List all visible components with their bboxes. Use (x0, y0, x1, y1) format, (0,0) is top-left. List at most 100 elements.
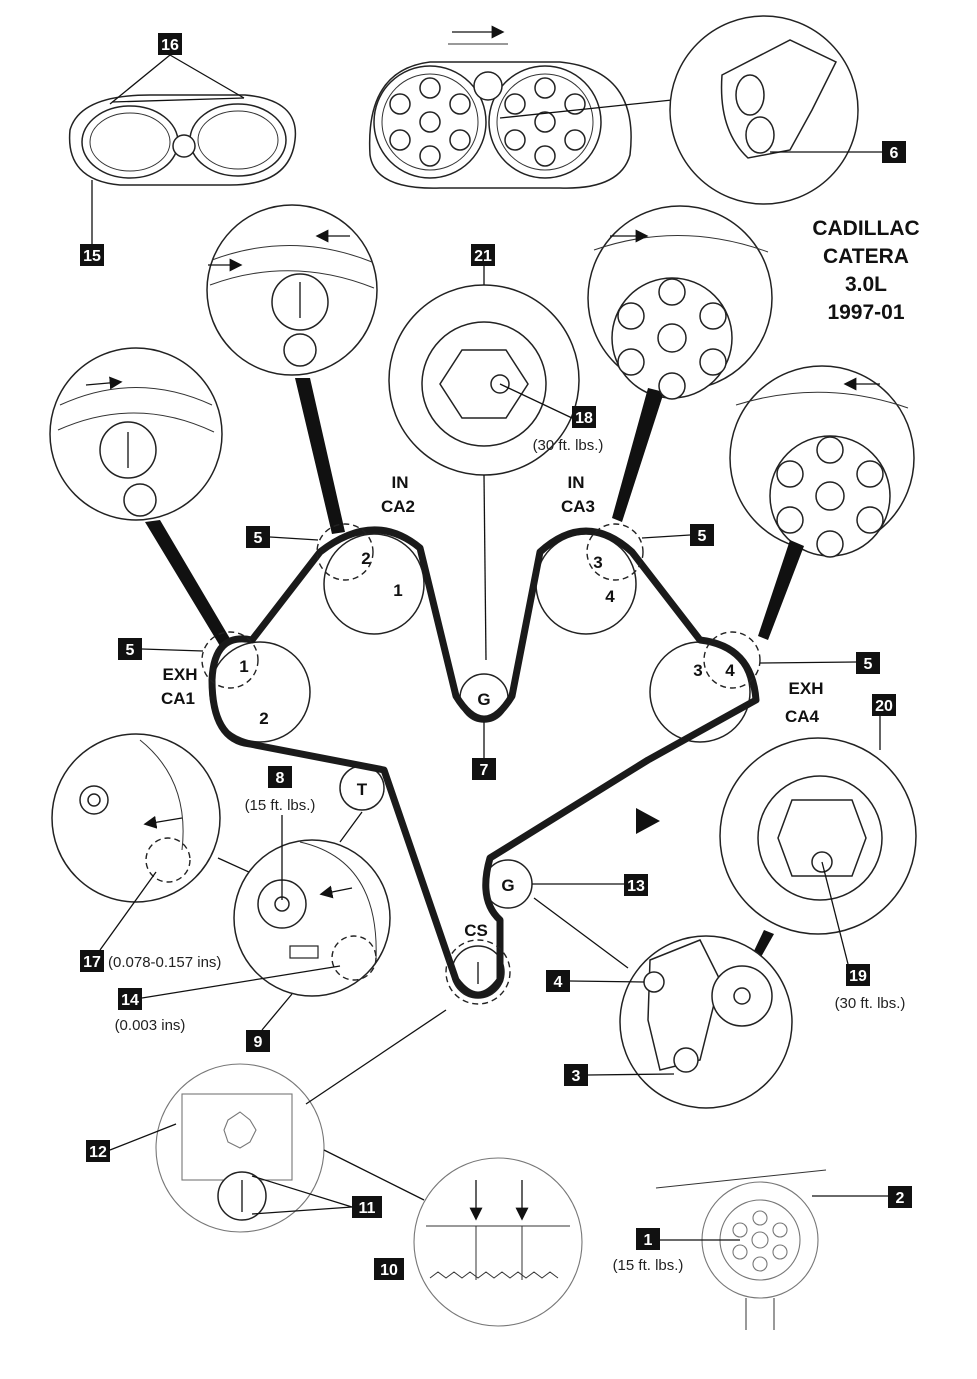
title-line-1: CADILLAC (812, 217, 919, 240)
title-line-3: 3.0L (845, 273, 887, 296)
ca2-label-2: CA2 (381, 497, 415, 516)
callout-18-label: 18 (575, 410, 593, 427)
cam-hole-ring-left (389, 77, 471, 167)
callout-7: 7 (472, 722, 496, 780)
tensioner-adjust-detail (233, 811, 391, 997)
ca3-label-1: IN (568, 473, 585, 492)
callout-2: 2 (812, 1186, 912, 1208)
ca4-mark-a: 3 (693, 661, 702, 680)
crank-sprocket-gap-detail (51, 733, 263, 903)
callout-5-ca3: 5 (641, 524, 714, 546)
belt-direction-arrow (636, 808, 660, 834)
idler-bolt-detail-21 (388, 284, 580, 661)
idler-g-top-label: G (477, 690, 490, 709)
callout-13: 13 (532, 874, 648, 896)
callout-21: 21 (471, 244, 495, 285)
callout-7-label: 7 (480, 762, 489, 779)
title-line-4: 1997-01 (827, 301, 904, 324)
callout-5-ca1: 5 (118, 638, 204, 660)
ca1-mark-a: 1 (239, 657, 248, 676)
callout-20: 20 (872, 694, 896, 750)
callout-8-spec: (15 ft. lbs.) (245, 797, 316, 814)
callout-8-label: 8 (276, 770, 285, 787)
ca3-label-2: CA3 (561, 497, 595, 516)
callout-13-label: 13 (627, 878, 645, 895)
callout-18: 18 (30 ft. lbs.) (499, 383, 604, 454)
tensioner-assembly-detail (533, 897, 793, 1109)
ca1-timing-mark-detail (49, 347, 232, 646)
callout-11-label: 11 (359, 1200, 376, 1217)
cam-hole-ring-right (504, 77, 586, 167)
ca4-timing-mark-detail (729, 365, 915, 640)
callout-17: 17 (0.078-0.157 ins) (80, 871, 221, 972)
callout-20-label: 20 (875, 698, 893, 715)
callout-15-label: 15 (83, 248, 101, 265)
callout-1: 1 (15 ft. lbs.) (613, 1228, 740, 1274)
crankshaft-label: CS (464, 921, 488, 940)
callout-9: 9 (246, 993, 293, 1052)
tensioner-label: T (357, 780, 368, 799)
callout-16: 16 (109, 33, 245, 105)
callout-5-ca4: 5 (759, 652, 880, 674)
callout-19: 19 (30 ft. lbs.) (835, 964, 906, 1012)
title-line-2: CATERA (823, 245, 909, 268)
callout-12-label: 12 (89, 1144, 107, 1161)
ca2-mark-a: 2 (361, 549, 370, 568)
callout-12: 12 (86, 1123, 177, 1162)
callout-1-spec: (15 ft. lbs.) (613, 1257, 684, 1274)
cover-gasket-illustration (68, 94, 297, 186)
belt-teeth-alignment-detail (323, 1149, 583, 1327)
crankshaft-damper-detail (655, 1169, 827, 1330)
ca3-hole-ring (617, 278, 727, 400)
ca1-mark-b: 2 (259, 709, 268, 728)
ca4-label-2: CA4 (785, 707, 820, 726)
callout-5c-label: 5 (698, 528, 707, 545)
callout-9-label: 9 (254, 1034, 263, 1051)
callout-10-label: 10 (380, 1262, 398, 1279)
ca3-mark-b: 4 (605, 587, 615, 606)
ca1-label-1: EXH (163, 665, 198, 684)
callout-21-label: 21 (474, 248, 492, 265)
callout-6: 6 (770, 141, 906, 163)
idler-g-right-label: G (501, 876, 514, 895)
ca2-mark-b: 1 (393, 581, 402, 600)
callout-6-label: 6 (890, 145, 899, 162)
locking-tool-detail (669, 15, 859, 205)
callout-4: 4 (546, 970, 645, 992)
pulley-ca3 (535, 533, 637, 635)
timing-belt (208, 526, 760, 999)
callout-14-spec: (0.003 ins) (115, 1017, 186, 1034)
callout-2-label: 2 (896, 1190, 905, 1207)
vehicle-title: CADILLAC CATERA 3.0L 1997-01 (812, 217, 919, 324)
callout-14-label: 14 (121, 992, 139, 1009)
callout-5d-label: 5 (864, 656, 873, 673)
callout-11: 11 (251, 1175, 382, 1218)
ca4-label-1: EXH (789, 679, 824, 698)
ca4-mark-b: 4 (725, 661, 735, 680)
callout-15: 15 (80, 180, 104, 266)
callout-19-spec: (30 ft. lbs.) (835, 995, 906, 1012)
tensioner-bolt-detail (719, 737, 917, 980)
callout-5b-label: 5 (126, 642, 135, 659)
belt-pulleys (209, 533, 751, 999)
pulley-ca2 (323, 533, 425, 635)
callout-4-label: 4 (554, 974, 563, 991)
ca4-hole-ring (776, 436, 884, 558)
callout-3-label: 3 (572, 1068, 581, 1085)
crank-keyway-detail (155, 1009, 447, 1233)
callout-19-label: 19 (849, 968, 867, 985)
callout-18-spec: (30 ft. lbs.) (533, 437, 604, 454)
ca2-timing-mark-detail (206, 204, 378, 534)
callout-17-label: 17 (83, 954, 101, 971)
ca1-label-2: CA1 (161, 689, 195, 708)
timing-mark-indicators (201, 523, 761, 1005)
ca2-label-1: IN (392, 473, 409, 492)
callout-16-label: 16 (161, 37, 179, 54)
callout-5a-label: 5 (254, 530, 263, 547)
callout-8: 8 (15 ft. lbs.) (245, 766, 316, 900)
callout-5-ca2: 5 (246, 526, 319, 548)
ca3-mark-a: 3 (593, 553, 602, 572)
callout-1-label: 1 (644, 1232, 653, 1249)
callout-10: 10 (374, 1258, 404, 1280)
